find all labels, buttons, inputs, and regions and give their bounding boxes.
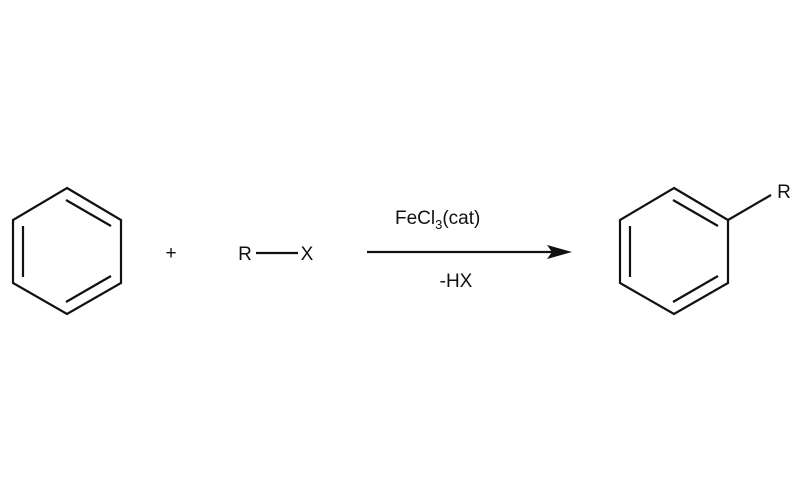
alkyl-halide: R X <box>238 244 314 265</box>
byproduct-label: -HX <box>440 271 473 292</box>
substituent-bond <box>727 194 772 221</box>
product-r-label: R <box>777 182 791 203</box>
x-atom-label: X <box>301 244 314 265</box>
r-atom-label: R <box>238 244 252 265</box>
arrow-head-icon <box>547 245 572 259</box>
catalyst-label: FeCl3(cat) <box>395 208 480 232</box>
benzene-ring <box>11 186 123 316</box>
plus-sign: + <box>165 243 176 264</box>
reaction-arrow <box>367 245 572 259</box>
product-ring <box>618 186 772 316</box>
